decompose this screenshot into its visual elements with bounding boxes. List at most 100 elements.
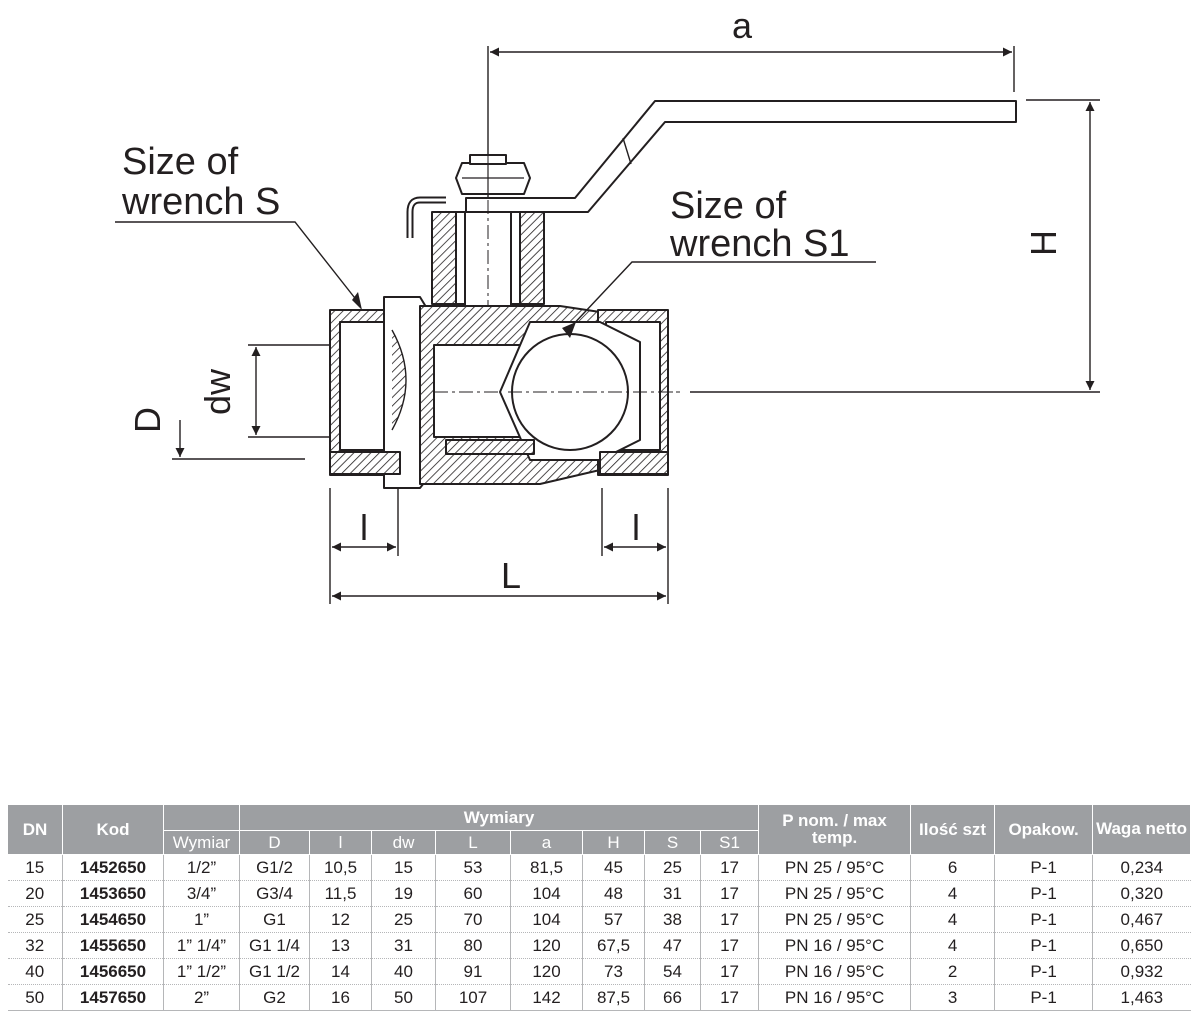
cell-dw: 31 bbox=[371, 932, 436, 959]
cell-waga: 0,932 bbox=[1092, 958, 1191, 985]
cell-a: 120 bbox=[510, 932, 583, 959]
cell-a: 104 bbox=[510, 906, 583, 933]
cell-wymiar: 2” bbox=[163, 984, 240, 1011]
header-opakow: Opakow. bbox=[994, 804, 1094, 855]
cell-S: 25 bbox=[644, 854, 701, 881]
cell-S: 54 bbox=[644, 958, 701, 985]
cell-l: 12 bbox=[309, 906, 372, 933]
cell-d: G1 bbox=[239, 906, 310, 933]
header-kod: Kod bbox=[62, 804, 164, 855]
header-S: S bbox=[644, 830, 701, 855]
cell-l: 13 bbox=[309, 932, 372, 959]
header-l: l bbox=[309, 830, 372, 855]
cell-H: 57 bbox=[582, 906, 645, 933]
cell-waga: 0,320 bbox=[1092, 880, 1191, 907]
cell-dn: 20 bbox=[7, 880, 63, 907]
cell-a: 142 bbox=[510, 984, 583, 1011]
wrench-s1-label-line1: Size of bbox=[670, 185, 787, 227]
cell-pnom: PN 16 / 95°C bbox=[758, 932, 911, 959]
cell-L: 60 bbox=[435, 880, 511, 907]
cell-wymiar: 1” bbox=[163, 906, 240, 933]
dim-l-left-label: l bbox=[360, 507, 368, 548]
cell-dw: 40 bbox=[371, 958, 436, 985]
cell-S1: 17 bbox=[699, 958, 759, 985]
cell-dw: 19 bbox=[371, 880, 436, 907]
cell-S: 31 bbox=[644, 880, 701, 907]
cell-L: 107 bbox=[435, 984, 511, 1011]
specification-table: DN Kod Wymiary P nom. / max temp. Ilość … bbox=[7, 804, 1192, 1011]
cell-opakow: P-1 bbox=[994, 984, 1093, 1011]
cell-a: 120 bbox=[510, 958, 583, 985]
cell-S1: 17 bbox=[699, 854, 759, 881]
cell-kod: 1457650 bbox=[62, 984, 164, 1011]
wrench-s1-leader bbox=[567, 261, 876, 331]
cell-wymiar: 3/4” bbox=[163, 880, 240, 907]
dim-D-label: D bbox=[127, 407, 168, 433]
cell-waga: 0,650 bbox=[1092, 932, 1191, 959]
header-waga: Waga netto bbox=[1092, 804, 1192, 855]
dim-H-label: H bbox=[1023, 230, 1064, 256]
cell-l: 14 bbox=[309, 958, 372, 985]
header-dn: DN bbox=[7, 804, 63, 855]
cell-l: 10,5 bbox=[309, 854, 372, 881]
wrench-s-leader bbox=[115, 221, 359, 303]
cell-wymiar: 1” 1/4” bbox=[163, 932, 240, 959]
dim-dw-label: dw bbox=[197, 368, 238, 415]
cell-kod: 1456650 bbox=[62, 958, 164, 985]
cell-d: G1 1/4 bbox=[239, 932, 310, 959]
dim-l-right-label: l bbox=[632, 507, 640, 548]
cell-S1: 17 bbox=[699, 906, 759, 933]
cell-d: G3/4 bbox=[239, 880, 310, 907]
cell-a: 81,5 bbox=[510, 854, 583, 881]
cell-dn: 50 bbox=[7, 984, 63, 1011]
header-blank bbox=[163, 804, 240, 831]
cell-S: 66 bbox=[644, 984, 701, 1011]
cell-S1: 17 bbox=[699, 984, 759, 1011]
cell-pnom: PN 25 / 95°C bbox=[758, 880, 911, 907]
header-d: D bbox=[239, 830, 310, 855]
cell-opakow: P-1 bbox=[994, 932, 1093, 959]
cell-S: 38 bbox=[644, 906, 701, 933]
cell-H: 73 bbox=[582, 958, 645, 985]
dim-L-label: L bbox=[501, 555, 521, 596]
cell-kod: 1452650 bbox=[62, 854, 164, 881]
cell-ilosc: 3 bbox=[910, 984, 995, 1011]
cell-opakow: P-1 bbox=[994, 880, 1093, 907]
cell-H: 45 bbox=[582, 854, 645, 881]
cell-pnom: PN 25 / 95°C bbox=[758, 854, 911, 881]
header-wymiary: Wymiary bbox=[238, 804, 760, 831]
header-L: L bbox=[435, 830, 511, 855]
cell-dw: 25 bbox=[371, 906, 436, 933]
header-S1: S1 bbox=[699, 830, 760, 855]
cell-waga: 0,234 bbox=[1092, 854, 1191, 881]
header-a: a bbox=[510, 830, 583, 855]
cell-ilosc: 4 bbox=[910, 880, 995, 907]
header-wymiar: Wymiar bbox=[163, 830, 240, 855]
valve-body bbox=[329, 100, 1017, 489]
cell-dn: 32 bbox=[7, 932, 63, 959]
cell-waga: 1,463 bbox=[1092, 984, 1191, 1011]
wrench-s-label-line2: wrench S bbox=[121, 181, 280, 223]
cell-d: G2 bbox=[239, 984, 310, 1011]
cell-S: 47 bbox=[644, 932, 701, 959]
cell-pnom: PN 16 / 95°C bbox=[758, 958, 911, 985]
cell-ilosc: 4 bbox=[910, 906, 995, 933]
cell-pnom: PN 16 / 95°C bbox=[758, 984, 911, 1011]
cell-H: 87,5 bbox=[582, 984, 645, 1011]
cell-ilosc: 4 bbox=[910, 932, 995, 959]
cell-L: 91 bbox=[435, 958, 511, 985]
cell-dw: 50 bbox=[371, 984, 436, 1011]
header-H: H bbox=[582, 830, 645, 855]
header-dw: dw bbox=[371, 830, 436, 855]
cell-l: 16 bbox=[309, 984, 372, 1011]
cell-kod: 1453650 bbox=[62, 880, 164, 907]
valve-technical-drawing: a H D dw l l L Size of wrench S Size of … bbox=[115, 5, 1100, 604]
header-pnom: P nom. / max temp. bbox=[758, 804, 912, 855]
cell-L: 53 bbox=[435, 854, 511, 881]
cell-dn: 15 bbox=[7, 854, 63, 881]
cell-wymiar: 1/2” bbox=[163, 854, 240, 881]
cell-opakow: P-1 bbox=[994, 854, 1093, 881]
